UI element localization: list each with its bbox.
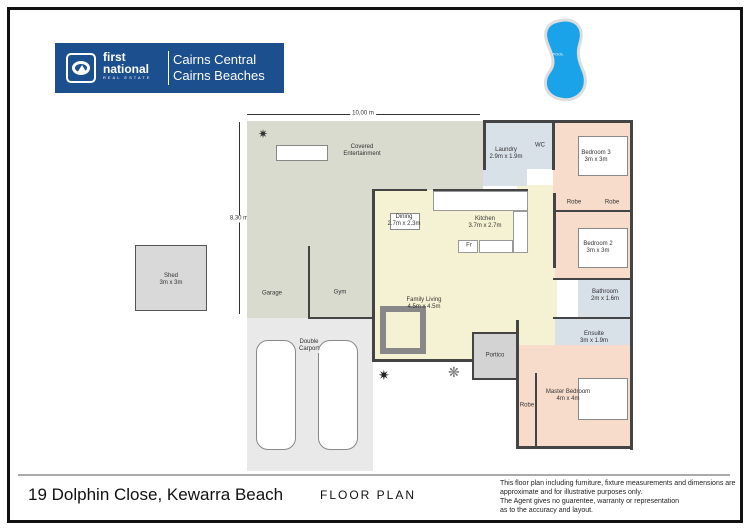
label-line: Double [299, 339, 319, 345]
label-line: Kitchen [474, 216, 496, 222]
label-line: Entertainment [343, 151, 381, 157]
laundry-room [483, 121, 527, 186]
label-line: Bedroom 3 [581, 150, 611, 156]
disclaimer: This floor plan including furniture, fix… [500, 479, 735, 515]
portico-label: Portico [485, 352, 505, 359]
bathroom [578, 280, 632, 318]
plant-icon: ✷ [258, 127, 269, 141]
agency-logo: first national REAL ESTATE Cairns Centra… [55, 43, 284, 93]
bed-bedroom-2 [578, 228, 628, 268]
frame-border [7, 7, 743, 523]
dining-table-outdoor [276, 145, 328, 161]
dining-table [390, 213, 420, 230]
disclaimer-line: The Agent gives no guarentee, warranty o… [500, 498, 679, 505]
plant-icon: ✷ [378, 367, 390, 383]
fridge-label: Fr [466, 242, 472, 249]
label-size: 2m x 1.6m [590, 296, 620, 302]
garage-gym-area [247, 190, 373, 318]
label-size: 3m x 3m [584, 157, 608, 163]
label-line: Bathroom [591, 289, 619, 295]
label-line: Shed [163, 273, 179, 279]
height-dimension-label: 8,30 m [229, 215, 249, 223]
label-line: Master Bedroom [545, 389, 591, 395]
kitchen-counter-bottom [479, 240, 513, 253]
label-size: 3.7m x 2.7m [468, 223, 502, 229]
label-size: 4m x 4m [556, 396, 580, 402]
label-line: Bedroom 2 [583, 241, 613, 247]
label-line: Laundry [495, 147, 517, 153]
property-address: 19 Dolphin Close, Kewarra Beach [28, 485, 284, 504]
label-line: Covered [350, 144, 374, 150]
ensuite [555, 318, 632, 346]
brand-sub: REAL ESTATE [103, 75, 152, 80]
label-size: 3m x 3m [586, 248, 610, 254]
car-2 [318, 340, 358, 450]
label-size: 2.9m x 1.9m [489, 154, 523, 160]
disclaimer-line: as to the accuracy and layout. [500, 507, 593, 514]
label-line: Ensuite [583, 331, 605, 337]
disclaimer-line: This floor plan including furniture, fix… [500, 480, 736, 487]
car-1 [256, 340, 296, 450]
garage-label: Garage [261, 290, 283, 297]
robes [555, 196, 632, 212]
robe-label: Robe [604, 199, 620, 206]
office-line1: Cairns Central [173, 52, 257, 67]
label-size: 3m x 3m [159, 280, 183, 286]
pool-label: POOL [552, 51, 564, 57]
label-size: 2.7m x 2.3m [387, 221, 421, 227]
disclaimer-line: approximate and for illustrative purpose… [500, 489, 643, 496]
gym-label: Gym [333, 289, 347, 296]
label-line: Dining [395, 214, 413, 220]
floor-plan-title: FLOOR PLAN [320, 488, 417, 502]
label-line: Carport [298, 346, 320, 352]
bed-master [578, 378, 628, 420]
fridge [458, 240, 478, 253]
robe-label: Robe [566, 199, 582, 206]
width-dimension-label: 10,00 m [350, 110, 376, 118]
office-line2: Cairns Beaches [173, 68, 265, 83]
wc-label: WC [535, 142, 545, 149]
plant-icon: ❋ [448, 364, 460, 380]
kitchen-counter [433, 191, 528, 211]
label-line: Family Living [406, 297, 442, 303]
footer-divider [18, 474, 730, 476]
brand-line1: first [103, 50, 126, 64]
label-size: 3m x 1.9m [579, 338, 609, 344]
pool [543, 18, 587, 102]
shed [135, 245, 207, 311]
logo-emblem-icon [66, 53, 96, 83]
wc-room [527, 121, 553, 169]
kitchen-counter-side [513, 211, 528, 253]
brand-line2: national [103, 62, 150, 76]
robe-label: Robe [519, 402, 535, 409]
sofa [380, 306, 426, 354]
label-size: 4.5m x 4.5m [407, 304, 441, 310]
bed-bedroom-3 [578, 136, 628, 176]
